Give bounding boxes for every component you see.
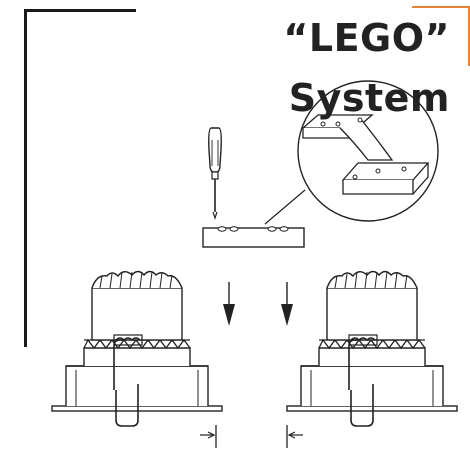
frame-line-left (24, 9, 27, 347)
down-arrow-left (223, 282, 235, 326)
down-arrow-right (281, 282, 293, 326)
page-title: “LEGO” System (136, 8, 456, 120)
gap-indicator (200, 425, 303, 448)
accent-corner (412, 6, 470, 66)
downlight-left (51, 270, 223, 427)
downlight-right (286, 270, 458, 427)
connector-bar (202, 226, 305, 248)
screwdriver-icon (208, 127, 222, 220)
connector-detail-callout (297, 80, 439, 222)
callout-leader (264, 189, 306, 225)
